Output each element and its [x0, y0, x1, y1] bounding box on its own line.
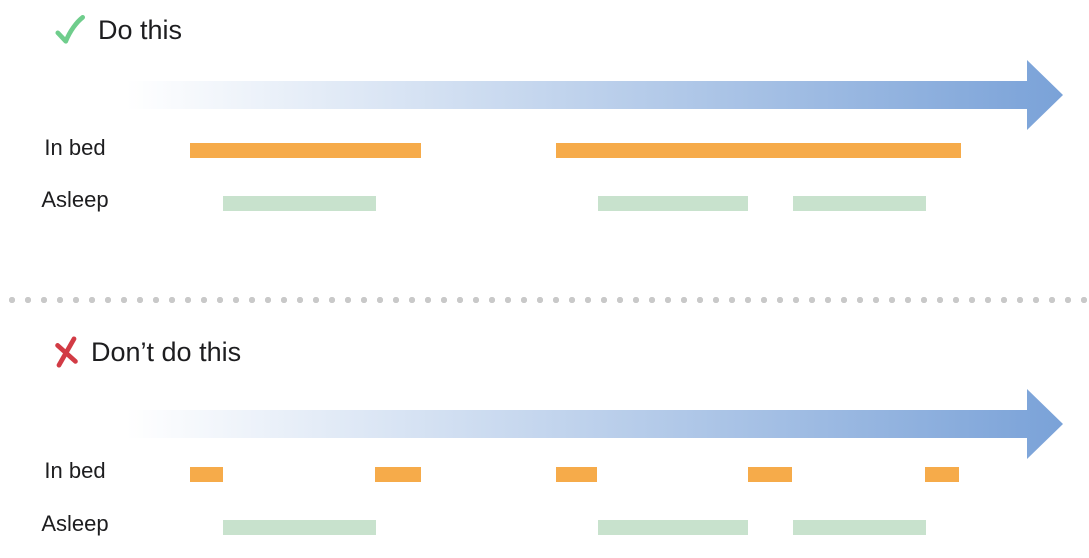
- asleep-bar: [793, 196, 926, 211]
- in-bed-bars-dont: [0, 467, 1089, 482]
- in-bed-bar: [925, 467, 959, 482]
- check-icon: [55, 15, 85, 44]
- cross-icon: [55, 336, 78, 368]
- dont-do-this-heading-label: Don’t do this: [91, 337, 242, 367]
- asleep-bars-dont: [0, 520, 1089, 535]
- time-axis-arrow-dont: [45, 389, 1063, 459]
- asleep-bar: [223, 196, 376, 211]
- in-bed-bar: [556, 143, 961, 158]
- in-bed-bar: [190, 143, 421, 158]
- in-bed-bars-do: [0, 143, 1089, 158]
- asleep-bar: [793, 520, 926, 535]
- in-bed-bar: [748, 467, 792, 482]
- in-bed-row-label: In bed: [44, 135, 106, 160]
- asleep-row-label: Asleep: [41, 511, 109, 536]
- dotted-divider: [0, 296, 1089, 304]
- do-this-heading: Do this: [55, 12, 182, 48]
- in-bed-bar: [556, 467, 597, 482]
- in-bed-bar: [375, 467, 421, 482]
- asleep-bar: [598, 196, 748, 211]
- in-bed-bar: [190, 467, 223, 482]
- asleep-bars-do: [0, 196, 1089, 211]
- do-this-heading-label: Do this: [98, 15, 183, 45]
- asleep-bar: [223, 520, 376, 535]
- in-bed-row-label: In bed: [44, 458, 106, 483]
- asleep-row-label: Asleep: [41, 187, 109, 212]
- asleep-bar: [598, 520, 748, 535]
- dont-do-this-heading: Don’t do this: [55, 334, 241, 370]
- time-axis-arrow-do: [45, 60, 1063, 130]
